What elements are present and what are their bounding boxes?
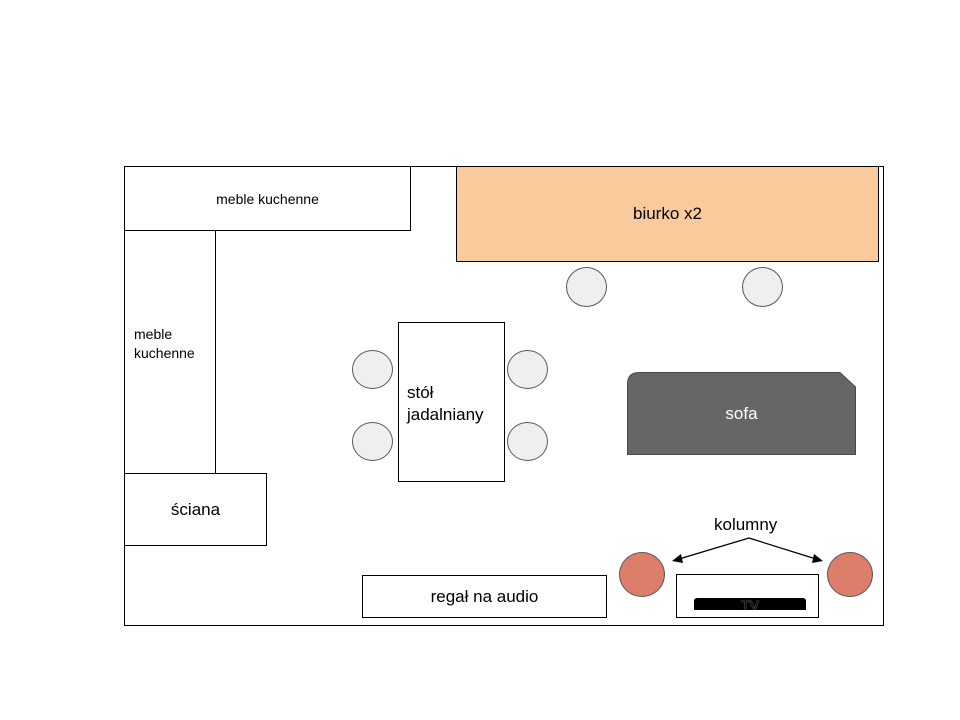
desk-chair	[566, 267, 607, 307]
desk-label: biurko x2	[633, 204, 702, 223]
kitchen-furniture-top: meble kuchenne	[124, 166, 411, 231]
tv-label: TV	[741, 597, 759, 613]
audio-shelf-label: regał na audio	[430, 586, 539, 606]
wall-block: ściana	[124, 473, 267, 546]
kitchen-furniture-top-label: meble kuchenne	[216, 190, 319, 207]
wall-label: ściana	[170, 499, 221, 519]
dining-chair	[352, 350, 393, 389]
kitchen-furniture-side-label: meble kuchenne	[134, 326, 195, 361]
desk: biurko x2	[456, 166, 879, 262]
audio-shelf: regał na audio	[362, 575, 607, 618]
sofa: sofa	[627, 372, 856, 455]
tv-cabinet	[676, 574, 819, 618]
dining-chair	[507, 350, 548, 389]
dining-table	[398, 322, 505, 482]
desk-chair	[742, 267, 783, 307]
dining-chair	[352, 422, 393, 461]
sofa-shape	[627, 372, 856, 455]
speaker-right	[827, 552, 873, 597]
tv-screen	[694, 598, 806, 610]
dining-table-label: stół jadalniany	[407, 383, 484, 424]
sofa-label: sofa	[725, 403, 758, 423]
dining-chair	[507, 422, 548, 461]
speakers-label: kolumny	[714, 515, 778, 534]
speaker-left	[619, 552, 665, 597]
